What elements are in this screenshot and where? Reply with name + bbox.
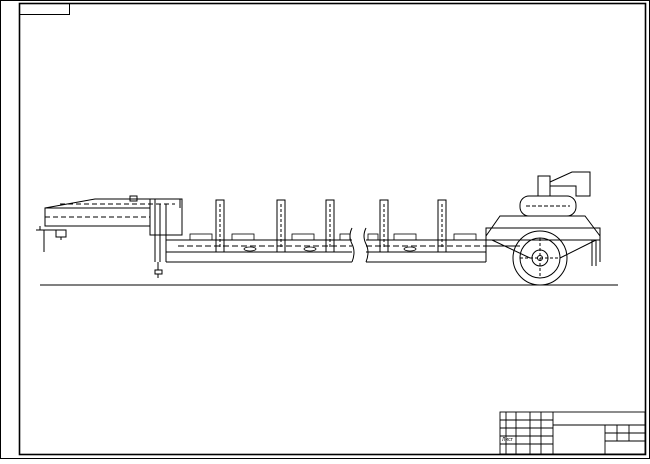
title-block <box>499 411 646 455</box>
rear-axle-unit <box>485 215 601 266</box>
stake-posts <box>215 199 447 253</box>
wheel <box>512 230 568 286</box>
deck-cleats <box>189 233 477 252</box>
gooseneck-section <box>36 195 183 278</box>
sheet-label: Лист <box>502 437 514 443</box>
deck-frame <box>166 227 486 263</box>
spare-wheel <box>519 171 591 217</box>
